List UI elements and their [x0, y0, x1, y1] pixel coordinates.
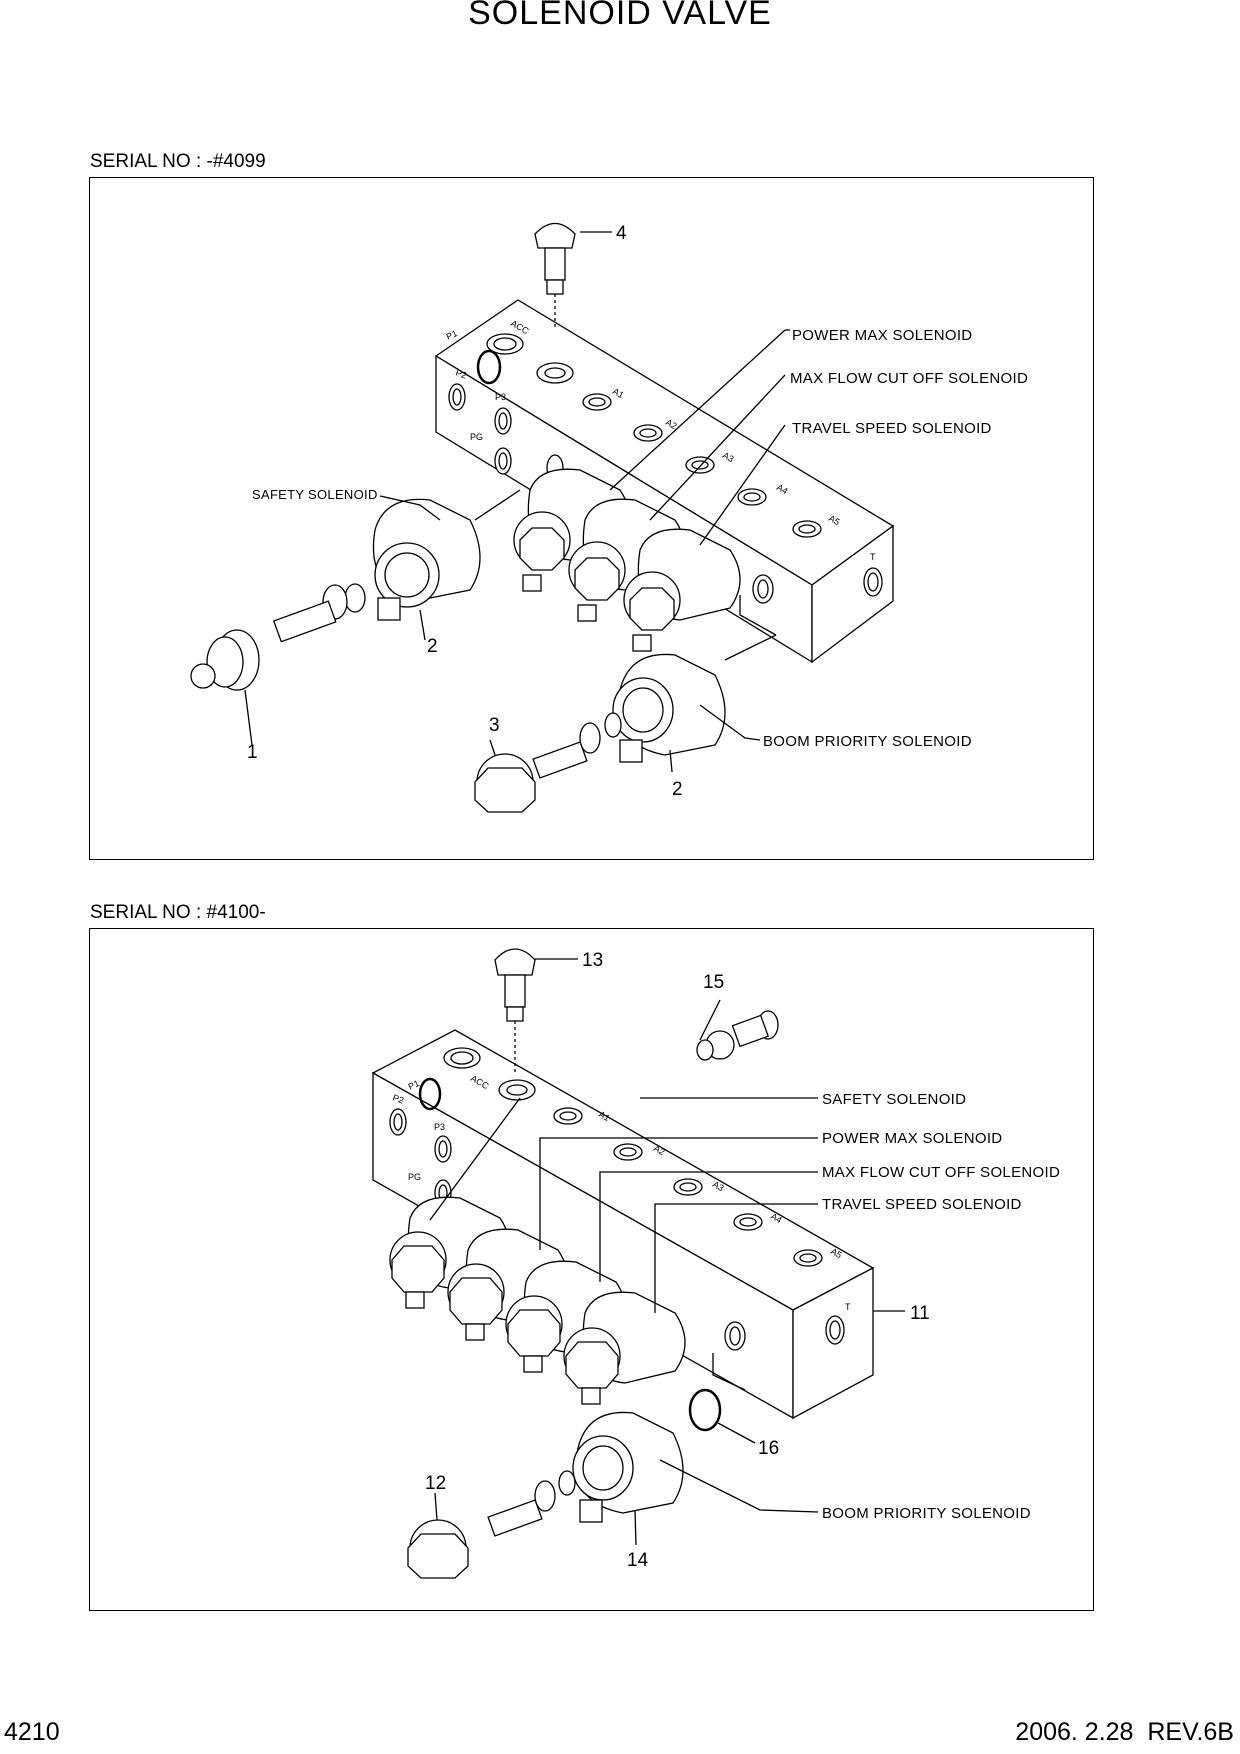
page-number: 4210 [4, 1718, 60, 1746]
serial-number-top: SERIAL NO : -#4099 [90, 151, 266, 172]
part-number-16: 16 [758, 1438, 779, 1459]
label-power-max-solenoid-bottom: POWER MAX SOLENOID [822, 1130, 1002, 1147]
port-label-a1-bottom: A1 [597, 1109, 612, 1123]
label-boom-priority-solenoid-bottom: BOOM PRIORITY SOLENOID [822, 1505, 1031, 1522]
label-boom-priority-solenoid: BOOM PRIORITY SOLENOID [763, 733, 972, 750]
port-label-a2-bottom: A2 [652, 1143, 667, 1157]
revision-date: 2006. 2.28 REV.6B [1015, 1718, 1234, 1746]
part-number-2b: 2 [672, 779, 683, 800]
cartridge-12 [407, 1470, 576, 1579]
label-max-flow-cut-off-solenoid: MAX FLOW CUT OFF SOLENOID [790, 370, 1028, 387]
port-label-p2: P2 [454, 367, 468, 380]
valve-block-side-face [811, 524, 894, 664]
port-label-pg: PG [470, 432, 483, 442]
diagram-frame-top [89, 177, 1094, 860]
port-label-pg-bottom: PG [408, 1172, 421, 1182]
solenoid-coil-safety-top [372, 498, 481, 621]
port-label-a1: A1 [611, 386, 626, 400]
solenoid-coil-boom-priority-bottom [572, 1411, 684, 1523]
port-label-t-bottom: T [845, 1302, 851, 1312]
port-label-a3-bottom: A3 [711, 1179, 726, 1193]
label-safety-solenoid-bottom: SAFETY SOLENOID [822, 1091, 966, 1108]
port-label-t: T [870, 552, 876, 562]
port-label-a4-bottom: A4 [769, 1211, 784, 1225]
label-max-flow-cut-off-solenoid-bottom: MAX FLOW CUT OFF SOLENOID [822, 1164, 1060, 1181]
port-label-a5: A5 [827, 513, 842, 527]
page-title: SOLENOID VALVE [468, 0, 772, 32]
port-label-a5-bottom: A5 [829, 1246, 844, 1260]
part-number-14: 14 [627, 1550, 649, 1571]
part-number-11: 11 [910, 1303, 930, 1324]
port-label-a4: A4 [775, 482, 790, 496]
bolt-4 [534, 222, 576, 249]
port-label-p2-bottom: P2 [391, 1092, 405, 1105]
part-number-1: 1 [247, 742, 258, 763]
part-number-3: 3 [489, 715, 500, 736]
solenoid-coil-travel-speed-bottom [563, 1291, 686, 1405]
part-number-2a: 2 [427, 636, 438, 657]
serial-number-bottom: SERIAL NO : #4100- [90, 902, 266, 923]
diagram-frame-bottom [89, 928, 1094, 1611]
cartridge-3 [474, 712, 622, 813]
solenoid-coil-boom-priority-top [612, 653, 726, 763]
port-label-a2: A2 [664, 417, 679, 431]
port-label-a3: A3 [721, 450, 736, 464]
fitting-15 [696, 1010, 779, 1061]
o-ring-16 [688, 1388, 722, 1432]
port-label-p1-bottom: P1 [407, 1078, 421, 1092]
solenoid-coil-travel-speed-top [623, 528, 741, 652]
label-safety-solenoid: SAFETY SOLENOID [252, 487, 378, 502]
part-number-13: 13 [582, 950, 603, 971]
label-travel-speed-solenoid-bottom: TRAVEL SPEED SOLENOID [822, 1196, 1022, 1213]
port-label-p3-bottom: P3 [434, 1122, 445, 1132]
label-travel-speed-solenoid: TRAVEL SPEED SOLENOID [792, 420, 992, 437]
part-number-12: 12 [425, 1473, 446, 1494]
part-number-15: 15 [703, 972, 724, 993]
bolt-13 [494, 948, 536, 976]
port-label-p3: P3 [495, 392, 506, 402]
label-power-max-solenoid: POWER MAX SOLENOID [792, 327, 972, 344]
port-label-p1: P1 [445, 328, 459, 342]
cartridge-1 [190, 583, 366, 691]
part-number-4: 4 [616, 223, 627, 244]
